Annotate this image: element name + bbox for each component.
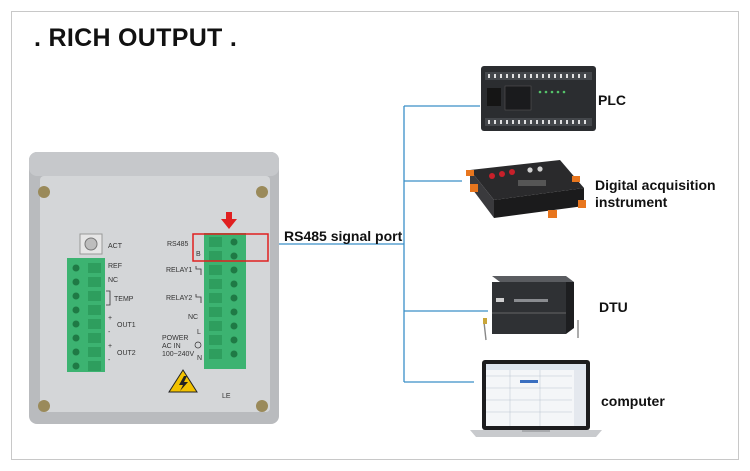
label-n: N (197, 355, 202, 362)
device-label-acquisition: Digital acquisition instrument (595, 177, 716, 210)
ground-symbol-icon (194, 341, 202, 349)
label-rs485: RS485 (167, 241, 189, 248)
label-act: ACT (108, 243, 123, 250)
corner-screw-icon (38, 400, 50, 412)
terminal-labels: ACT REF NC TEMP + OUT1 - + OUT2 - RS485 … (106, 241, 231, 400)
rs485-highlight-box (192, 233, 269, 262)
label-l: L (197, 329, 201, 336)
label-ref: REF (108, 263, 122, 270)
label-temp: TEMP (114, 296, 134, 303)
corner-screw-icon (38, 186, 50, 198)
label-le: LE (222, 393, 231, 400)
label-out2: OUT2 (117, 350, 136, 357)
label-b: B (196, 251, 201, 258)
plc-icon (481, 66, 596, 131)
label-plus2: + (108, 343, 112, 350)
diagram-frame (11, 11, 739, 460)
warning-icon (168, 369, 198, 393)
corner-screw-icon (256, 186, 268, 198)
label-plus1: + (108, 315, 112, 322)
dtu-icon (483, 276, 579, 341)
down-arrow-icon (221, 212, 237, 229)
corner-screw-icon (256, 400, 268, 412)
label-minus1: - (108, 329, 111, 336)
label-nc-left: NC (108, 277, 118, 284)
label-ac-in: AC IN (162, 343, 181, 350)
instrument-back-panel: ACT REF NC TEMP + OUT1 - + OUT2 - RS485 … (29, 152, 279, 424)
label-relay2: RELAY2 (166, 295, 192, 302)
device-label-plc: PLC (598, 92, 626, 108)
right-terminal-block (204, 233, 246, 369)
left-terminal-block (67, 258, 105, 372)
device-label-computer: computer (601, 393, 665, 409)
device-label-dtu: DTU (599, 299, 628, 315)
label-voltage: 100~240V (162, 351, 194, 358)
label-power: POWER (162, 335, 188, 342)
label-relay1: RELAY1 (166, 267, 192, 274)
data-acquisition-icon (466, 160, 586, 218)
connection-lines (268, 105, 488, 383)
rs485-callout-label: RS485 signal port (284, 228, 403, 244)
label-nc-right: NC (188, 314, 198, 321)
laptop-icon (470, 360, 602, 437)
page-title: . RICH OUTPUT . (34, 24, 238, 52)
label-out1: OUT1 (117, 322, 136, 329)
label-minus2: - (108, 357, 111, 364)
